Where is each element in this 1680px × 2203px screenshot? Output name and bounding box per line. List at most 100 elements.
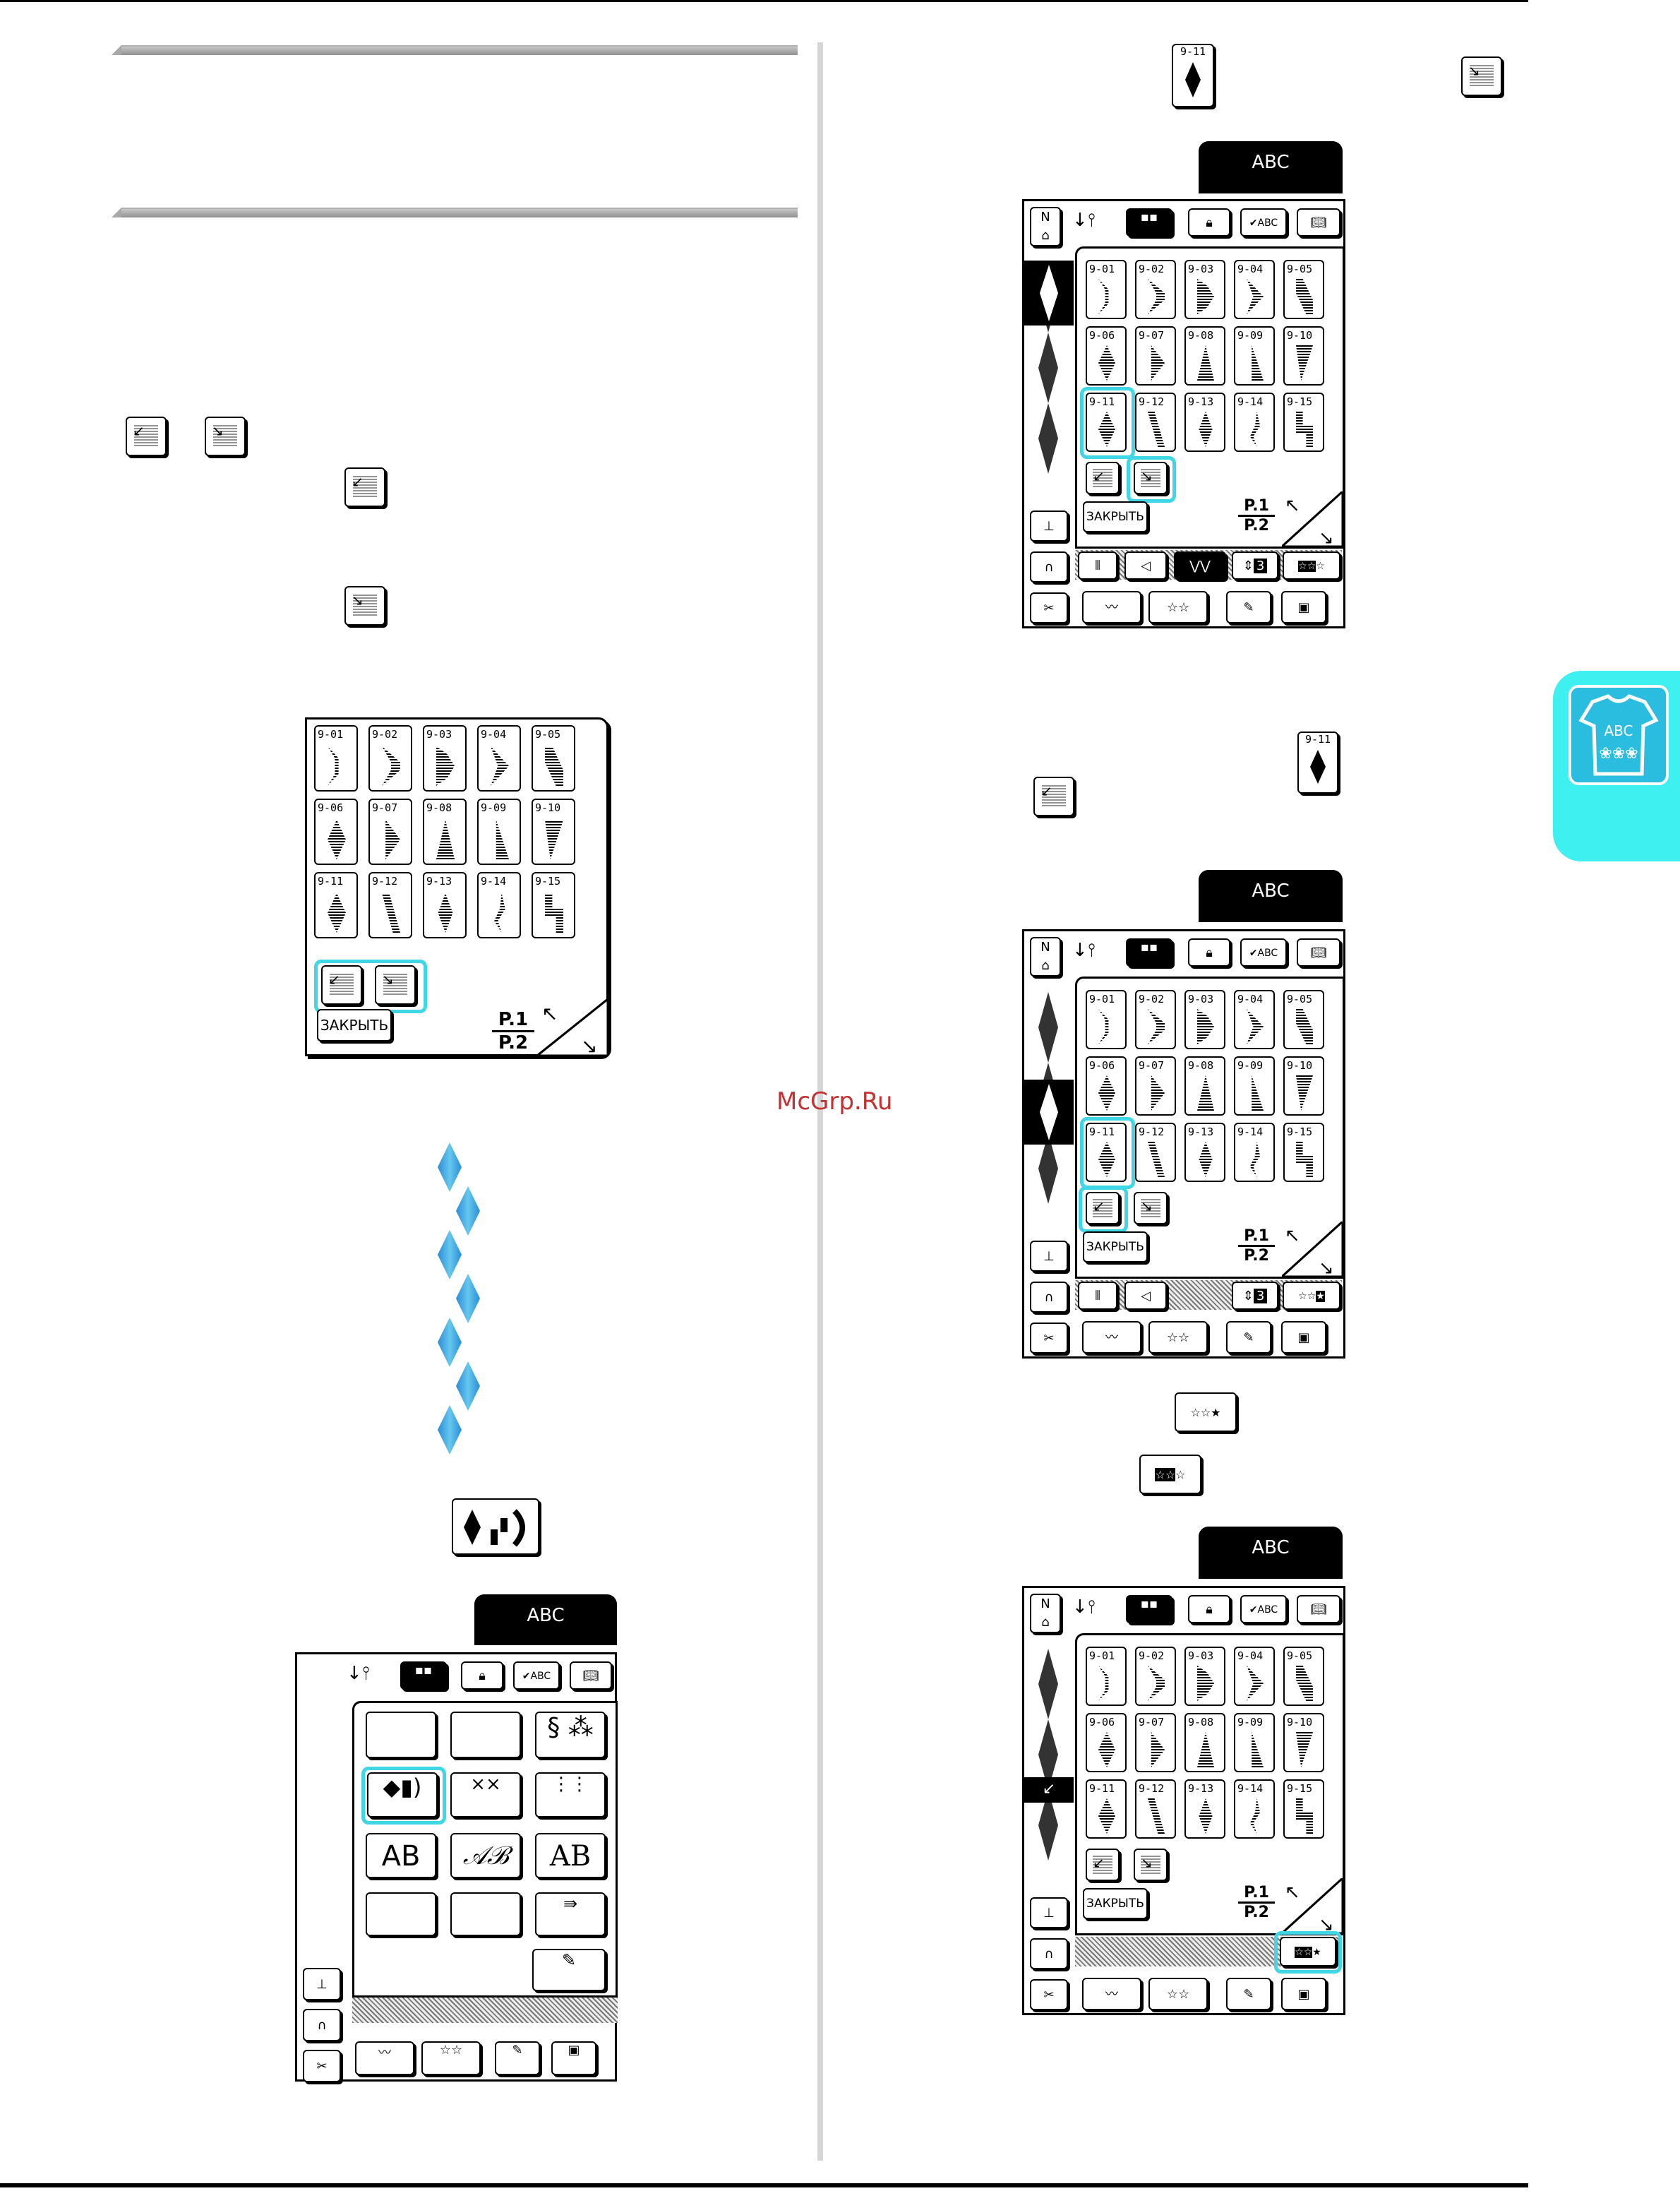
stitch-length-button[interactable]: ⇕3 <box>1232 551 1278 580</box>
stitch-width-button[interactable]: 〰 <box>1082 1321 1141 1354</box>
screen1-stitch-9-02[interactable]: 9-02 <box>1135 260 1176 319</box>
left-stitch-9-11[interactable]: 9-11 <box>314 872 358 938</box>
reverse-button[interactable]: ∩ <box>1030 1282 1068 1313</box>
left-stitch-9-06[interactable]: 9-06 <box>314 799 358 865</box>
pocket-memory-button[interactable] <box>450 1892 521 1936</box>
close-button[interactable]: ЗАКРЫТЬ <box>317 1009 392 1041</box>
screen3-stitch-9-15[interactable]: 9-15 <box>1283 1779 1324 1839</box>
diagonal-down-left-button[interactable]: ↙ <box>1086 1192 1120 1224</box>
screen3-stitch-9-05[interactable]: 9-05 <box>1283 1647 1324 1706</box>
two-needle-icon[interactable]: ▪▪ <box>400 1661 447 1690</box>
help-icon[interactable]: 📖︎ <box>570 1661 612 1690</box>
screen2-stitch-9-10[interactable]: 9-10 <box>1283 1056 1324 1116</box>
memory-button[interactable]: ✎ <box>495 2041 540 2075</box>
screen3-stitch-9-13[interactable]: 9-13 <box>1184 1779 1225 1839</box>
left-stitch-9-15[interactable]: 9-15 <box>532 872 575 938</box>
stitch-width-button[interactable]: 〰 <box>355 2041 414 2075</box>
pen-edit-button[interactable]: ✎ <box>532 1949 606 1991</box>
screen1-stitch-9-07[interactable]: 9-07 <box>1135 326 1176 386</box>
screen2-stitch-9-14[interactable]: 9-14 <box>1234 1123 1275 1182</box>
screen2-stitch-9-05[interactable]: 9-05 <box>1283 990 1324 1049</box>
check-abc-icon[interactable]: ✔ABC <box>513 1661 560 1690</box>
left-stitch-9-03[interactable]: 9-03 <box>423 725 467 792</box>
diagonal-down-left-button[interactable]: ↙ <box>1086 462 1120 494</box>
reverse-button[interactable]: ∩ <box>303 2009 341 2041</box>
lock-icon[interactable]: 🔒︎ <box>1188 208 1230 237</box>
thread-cutter-button[interactable]: ☆☆ <box>421 2041 481 2075</box>
scissors-button[interactable]: ✂ <box>1030 1979 1068 2010</box>
screen1-stitch-9-14[interactable]: 9-14 <box>1234 393 1275 452</box>
screen1-stitch-9-15[interactable]: 9-15 <box>1283 393 1324 452</box>
screen1-stitch-9-12[interactable]: 9-12 <box>1135 393 1176 452</box>
screen3-stitch-9-02[interactable]: 9-02 <box>1135 1647 1176 1706</box>
screen1-stitch-9-10[interactable]: 9-10 <box>1283 326 1324 386</box>
close-button[interactable]: ЗАКРЫТЬ <box>1083 1231 1148 1262</box>
screen2-stitch-9-02[interactable]: 9-02 <box>1135 990 1176 1049</box>
screen1-stitch-9-06[interactable]: 9-06 <box>1086 326 1127 386</box>
screen1-stitch-9-03[interactable]: 9-03 <box>1184 260 1225 319</box>
scissors-button[interactable]: ✂ <box>1030 592 1068 623</box>
left-stitch-9-10[interactable]: 9-10 <box>532 799 575 865</box>
screen2-stitch-9-08[interactable]: 9-08 <box>1184 1056 1225 1116</box>
page-turn-button[interactable]: ↖↘ <box>537 999 608 1057</box>
thread-cutter-button[interactable]: ☆☆ <box>1148 1978 1208 2010</box>
mirror-horizontal-button[interactable]: ◁ <box>1124 551 1167 580</box>
presser-foot-button[interactable]: ⊥ <box>1030 1897 1068 1928</box>
screen1-stitch-9-11[interactable]: 9-11 <box>1086 393 1127 452</box>
screen2-stitch-9-07[interactable]: 9-07 <box>1135 1056 1176 1116</box>
stitch-width-button[interactable]: 〰 <box>1082 1978 1141 2010</box>
help-icon[interactable]: 📖︎ <box>1297 208 1340 237</box>
reverse-button[interactable]: ∩ <box>1030 551 1068 583</box>
pocket-button[interactable]: ▣ <box>551 2041 596 2075</box>
diagonal-down-right-button[interactable]: ↘ <box>1134 462 1168 494</box>
edge-category[interactable]: ⋮⋮ <box>535 1772 606 1817</box>
close-button[interactable]: ЗАКРЫТЬ <box>1083 1888 1148 1919</box>
screen2-stitch-9-03[interactable]: 9-03 <box>1184 990 1225 1049</box>
screen3-stitch-9-03[interactable]: 9-03 <box>1184 1647 1225 1706</box>
page-turn-button[interactable]: ↖↘ <box>1282 1222 1343 1278</box>
diagonal-down-right-button[interactable]: ↘ <box>1134 1849 1168 1881</box>
stitch-length-button[interactable]: ⇕3 <box>1232 1282 1278 1310</box>
two-needle-icon[interactable]: ▪▪ <box>1126 1595 1172 1623</box>
screen3-stitch-9-14[interactable]: 9-14 <box>1234 1779 1275 1839</box>
single-repeat-button[interactable]: ☆☆★ <box>1283 1282 1340 1310</box>
screen1-stitch-9-01[interactable]: 9-01 <box>1086 260 1127 319</box>
check-abc-icon[interactable]: ✔ABC <box>1240 208 1287 237</box>
decorative-stitch-category[interactable] <box>366 1712 436 1758</box>
presser-foot-button[interactable]: ⊥ <box>1030 511 1068 542</box>
utility-decorative-category[interactable]: ◆▮) <box>367 1772 438 1817</box>
check-abc-icon[interactable]: ✔ABC <box>1240 1595 1287 1623</box>
screen2-stitch-9-01[interactable]: 9-01 <box>1086 990 1127 1049</box>
scissors-button[interactable]: ✂ <box>303 2050 341 2082</box>
help-icon[interactable]: 📖︎ <box>1297 1595 1340 1623</box>
two-needle-icon[interactable]: ▪▪ <box>1126 938 1172 967</box>
thread-cutter-button[interactable]: ☆☆ <box>1148 591 1208 623</box>
screen3-stitch-9-12[interactable]: 9-12 <box>1135 1779 1176 1839</box>
pocket-button[interactable]: ▣ <box>1281 1321 1326 1354</box>
screen1-stitch-9-04[interactable]: 9-04 <box>1234 260 1275 319</box>
diagonal-down-right-button[interactable]: ↘ <box>1134 1192 1168 1224</box>
screen3-stitch-9-01[interactable]: 9-01 <box>1086 1647 1127 1706</box>
screen1-stitch-9-13[interactable]: 9-13 <box>1184 393 1225 452</box>
needle-mode-button[interactable]: N⌂ <box>1030 207 1061 246</box>
screen3-stitch-9-09[interactable]: 9-09 <box>1234 1713 1275 1772</box>
left-stitch-9-13[interactable]: 9-13 <box>423 872 467 938</box>
single-repeat-button[interactable]: ☆☆☆ <box>1283 551 1340 580</box>
pocket-button[interactable]: ▣ <box>1281 1978 1326 2010</box>
reverse-button[interactable]: ∩ <box>1030 1938 1068 1969</box>
twin-needle-button[interactable]: ⋁⋁ <box>1174 551 1226 580</box>
stitch-width-button[interactable]: 〰 <box>1082 591 1141 623</box>
screen2-stitch-9-13[interactable]: 9-13 <box>1184 1123 1225 1182</box>
presser-foot-button[interactable]: ⊥ <box>1030 1241 1068 1272</box>
needle-mode-button[interactable]: N⌂ <box>1030 937 1061 977</box>
left-stitch-9-09[interactable]: 9-09 <box>477 799 521 865</box>
lock-icon[interactable]: 🔒︎ <box>1188 938 1230 967</box>
needle-mode-button[interactable]: N⌂ <box>1030 1594 1061 1633</box>
screen1-stitch-9-09[interactable]: 9-09 <box>1234 326 1275 386</box>
screen3-stitch-9-07[interactable]: 9-07 <box>1135 1713 1176 1772</box>
mirror-horizontal-button[interactable]: ◁ <box>1124 1282 1167 1310</box>
screen2-stitch-9-04[interactable]: 9-04 <box>1234 990 1275 1049</box>
left-stitch-9-14[interactable]: 9-14 <box>477 872 521 938</box>
two-needle-icon[interactable]: ▪▪ <box>1126 208 1172 237</box>
scissors-button[interactable]: ✂ <box>1030 1323 1068 1354</box>
